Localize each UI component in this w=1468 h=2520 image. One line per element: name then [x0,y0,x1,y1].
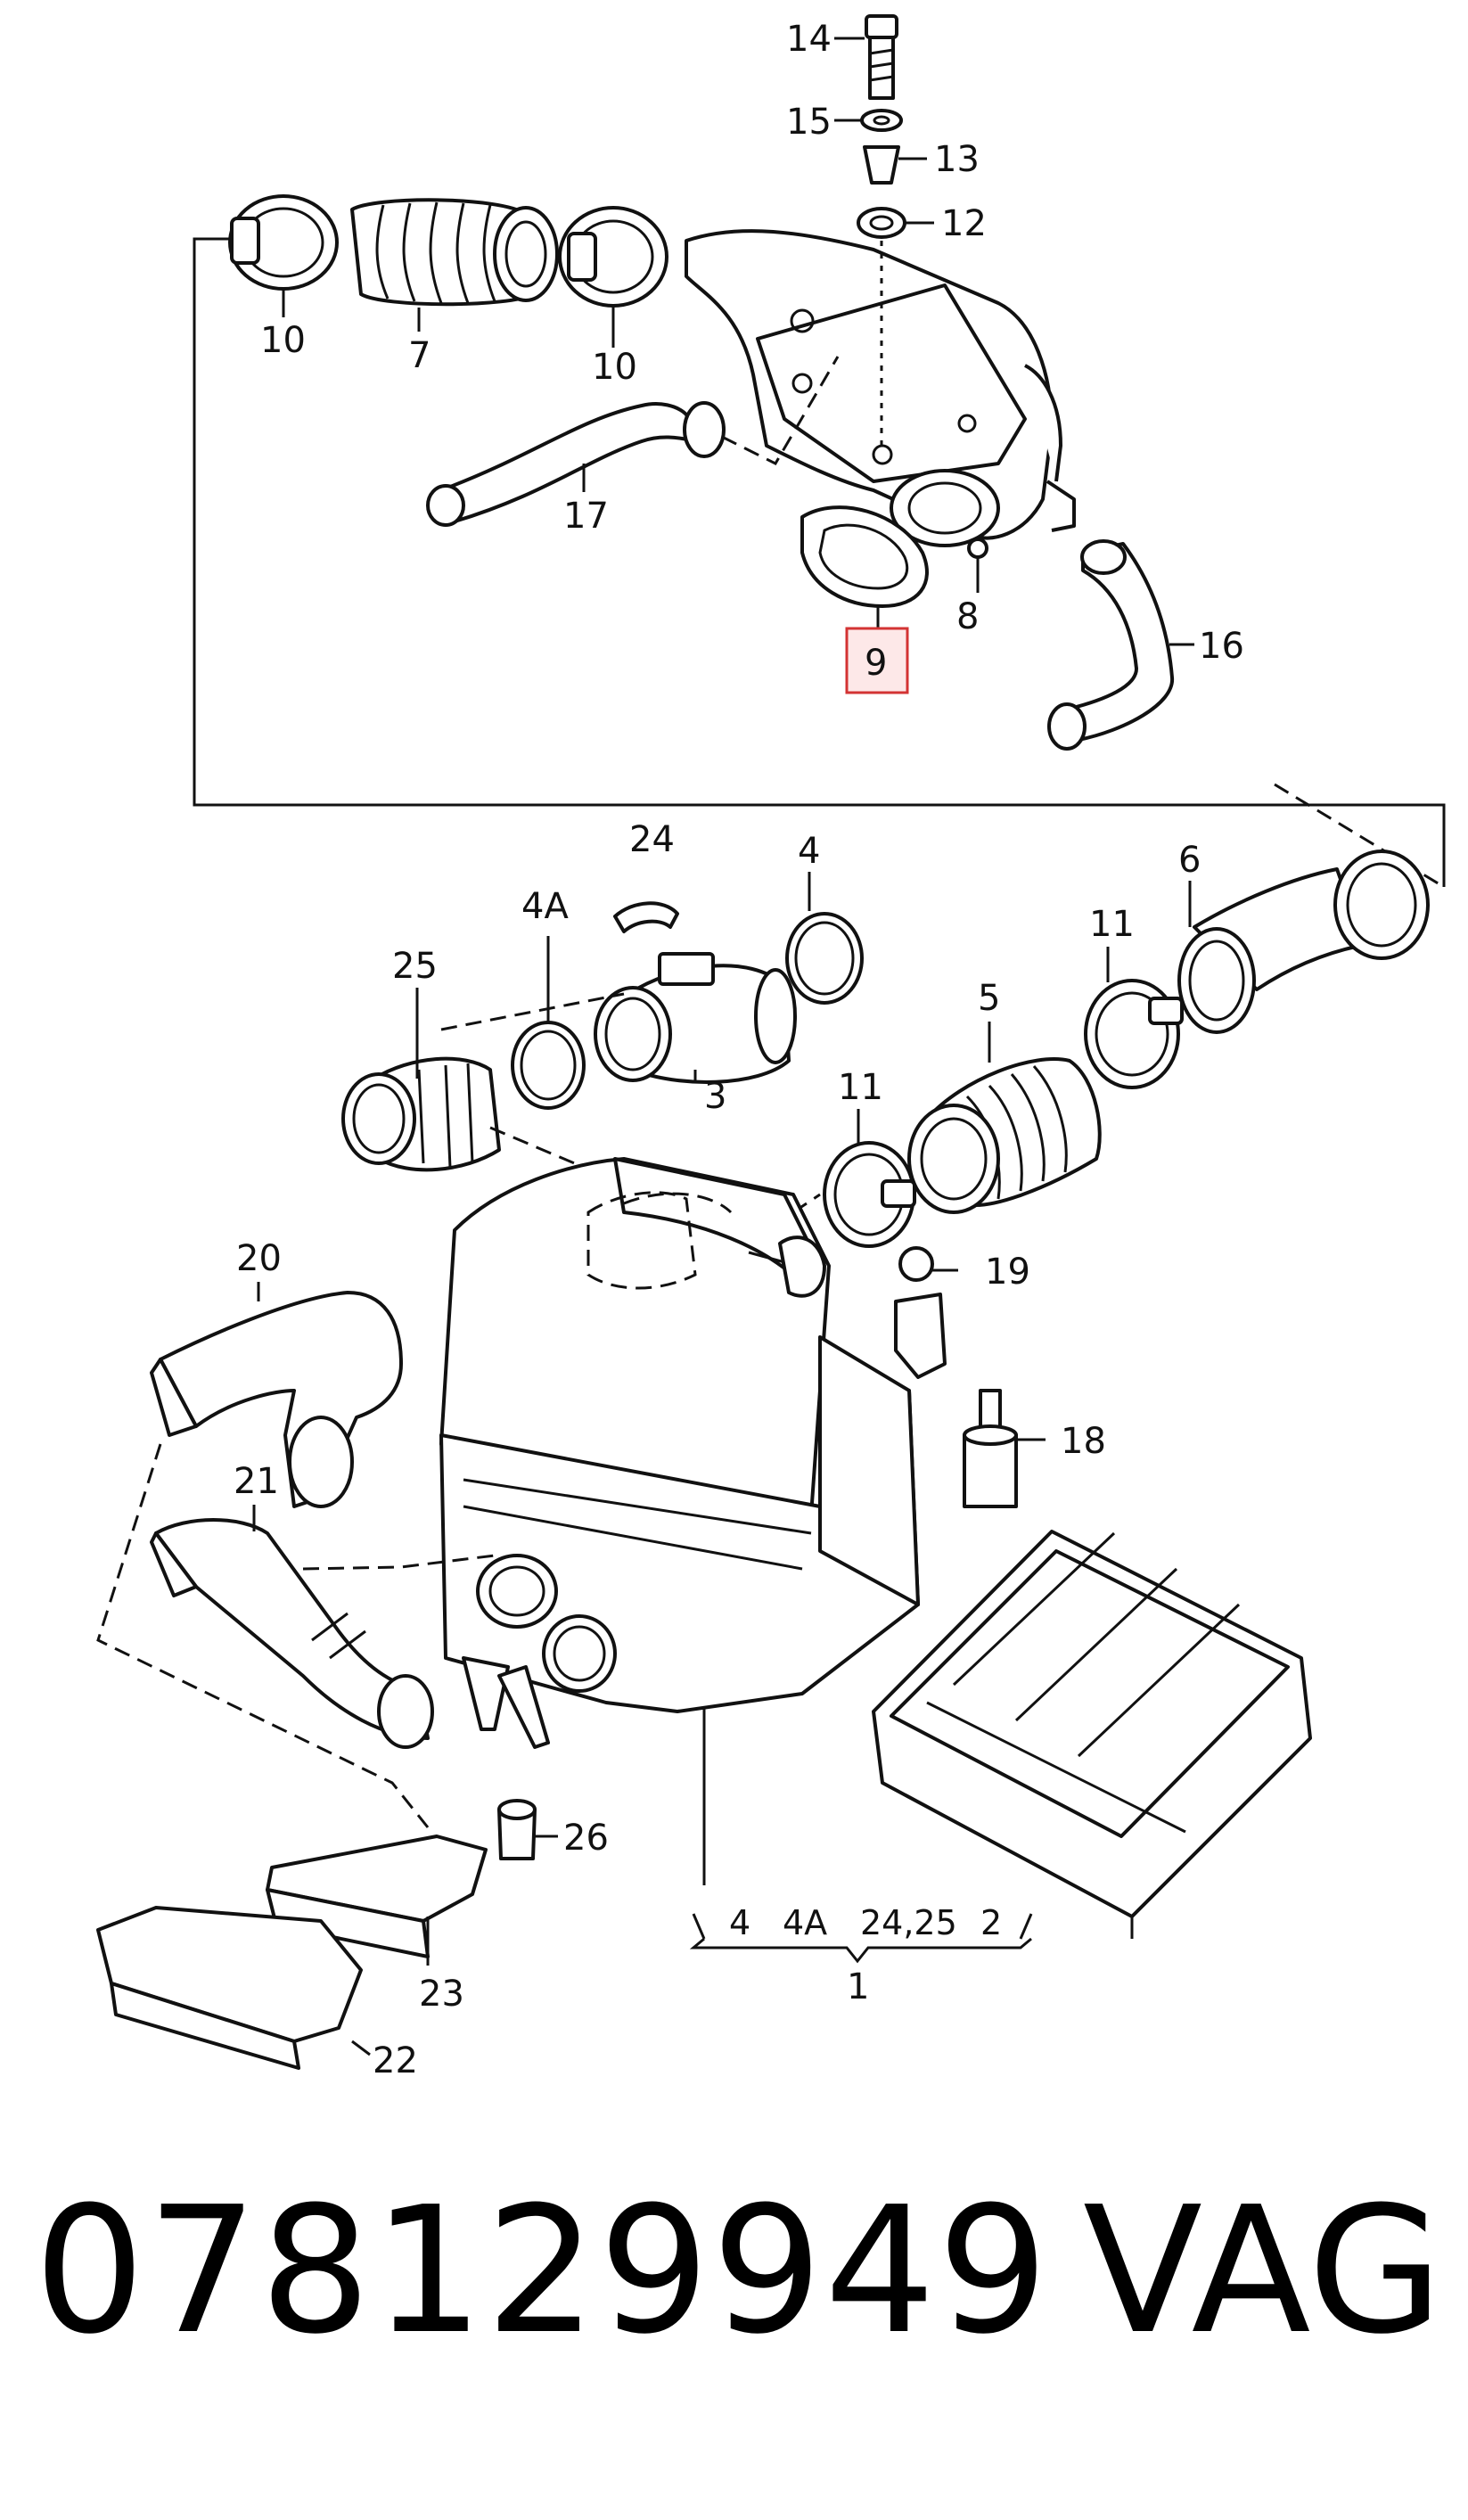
label-10-left: 10 [260,320,306,361]
assembly-brace [689,1707,1032,1964]
brace-label-4a: 4A [783,1903,827,1942]
label-3: 3 [704,1076,726,1117]
filter-element-2 [872,1530,1312,1939]
air-mass-meter-3 [594,901,797,1084]
label-7: 7 [408,335,431,376]
label-12: 12 [941,203,987,244]
label-4-top: 4 [798,831,820,872]
label-22: 22 [373,2040,418,2081]
label-15: 15 [786,102,832,143]
air-filter-housing-1 [439,1157,920,1749]
throttle-housing-8 [685,229,1076,593]
bracket-nut-19 [894,1246,958,1379]
lower-assembly-boundary [96,1443,430,1828]
label-24: 24 [629,819,675,860]
rubber-mount-18 [963,1389,1046,1508]
label-20: 20 [236,1238,282,1279]
label-18: 18 [1061,1421,1106,1462]
sealing-ring-4 [785,872,864,1005]
label-11-upper: 11 [1089,904,1135,945]
gasket-9 [800,505,929,628]
mounting-bolt-stack [834,14,934,446]
brace-label-4: 4 [729,1903,750,1942]
label-5: 5 [978,978,1000,1019]
air-hose-6 [1177,850,1430,1034]
label-17: 17 [563,496,609,537]
label-8: 8 [956,596,979,637]
label-16: 16 [1199,626,1244,667]
intake-pipe-20 [150,1282,403,1508]
label-1: 1 [847,1966,869,2007]
label-10-right: 10 [592,347,637,388]
brace-label-2: 2 [980,1903,1002,1942]
label-25: 25 [392,946,438,987]
connector-25 [341,988,501,1172]
label-21: 21 [234,1461,279,1502]
assembly-brace-right [692,1913,1033,1940]
hose-clamp-11-upper [1084,947,1184,1089]
intake-bellows-7 [350,198,559,332]
intake-bellows-5 [907,1022,1102,1214]
part-number: 078129949 [34,2170,1051,2373]
breather-hose-17 [426,356,840,527]
brace-label-24-25: 24,25 [860,1903,957,1942]
vacuum-hose-16 [1047,539,1194,751]
intake-pipe-21 [150,1505,496,1749]
hose-clamp-10-left [228,194,339,317]
label-11-lower: 11 [838,1067,883,1108]
hose-clamp-11-lower [823,1109,916,1248]
seal-4a [511,936,586,1110]
label-9: 9 [865,643,887,684]
label-13: 13 [934,139,980,180]
label-26: 26 [563,1818,609,1859]
label-4a: 4A [521,886,569,927]
label-19: 19 [985,1252,1030,1293]
air-duct-23 [266,1835,488,1966]
highlight-box-9 [845,627,909,694]
air-duct-22 [96,1906,371,2070]
label-14: 14 [786,19,832,60]
upper-assembly-boundary [193,237,1446,887]
label-6: 6 [1178,840,1201,881]
plug-26 [497,1799,558,1860]
hose-clamp-10-right [558,206,668,348]
label-23: 23 [419,1974,464,2015]
brand-name: VAG [1083,2170,1444,2373]
